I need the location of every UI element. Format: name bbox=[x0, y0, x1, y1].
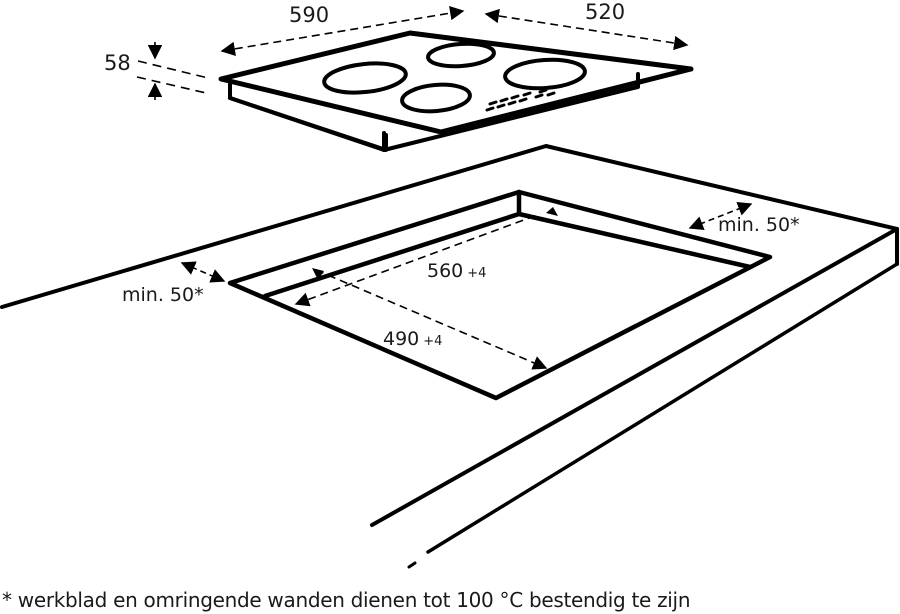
cutout-dimensions bbox=[180, 202, 753, 370]
cutout-depth-dimension-line bbox=[315, 269, 548, 370]
burner-icon bbox=[503, 57, 587, 91]
width-dimension-line bbox=[220, 6, 465, 56]
cutout-width-value: 560 bbox=[427, 260, 464, 282]
hob-dimensions bbox=[136, 6, 689, 100]
hob-body-bottom bbox=[228, 72, 640, 152]
burner-icon bbox=[400, 82, 472, 114]
rear-clearance-label: min. 50* bbox=[718, 214, 800, 236]
burner-icon bbox=[322, 61, 408, 95]
footnote: * werkblad en omringende wanden dienen t… bbox=[2, 588, 691, 612]
worktop-illustration bbox=[0, 144, 899, 569]
worktop-bottom-edge bbox=[426, 262, 899, 554]
worktop-back-edge bbox=[0, 144, 899, 309]
front-clearance-line bbox=[180, 261, 226, 283]
front-clearance-label: min. 50* bbox=[122, 284, 204, 306]
cutout-outer-rim bbox=[227, 189, 773, 401]
cutout-width-dimension-line bbox=[294, 213, 541, 307]
worktop-front-edge bbox=[370, 227, 899, 527]
cutout-depth-value: 490 bbox=[383, 328, 420, 350]
cutout-depth-tolerance: +4 bbox=[423, 334, 443, 349]
worktop-edge-end bbox=[407, 561, 417, 569]
hob-height-label: 58 bbox=[104, 51, 131, 75]
rear-clearance-line bbox=[688, 202, 753, 230]
hob-depth-label: 520 bbox=[585, 0, 626, 24]
height-extension-line bbox=[137, 60, 209, 79]
touch-control-icon bbox=[485, 88, 556, 112]
arrow-icon bbox=[312, 268, 324, 280]
depth-dimension-line bbox=[484, 8, 689, 51]
arrow-icon bbox=[546, 207, 558, 216]
cutout-width-tolerance: +4 bbox=[467, 266, 487, 281]
cutout-width-label: 560+4 bbox=[427, 262, 486, 281]
cutout-depth-label: 490+4 bbox=[383, 330, 442, 349]
height-extension-line bbox=[136, 76, 207, 94]
hob-width-label: 590 bbox=[289, 3, 330, 27]
hob-illustration bbox=[218, 30, 694, 152]
